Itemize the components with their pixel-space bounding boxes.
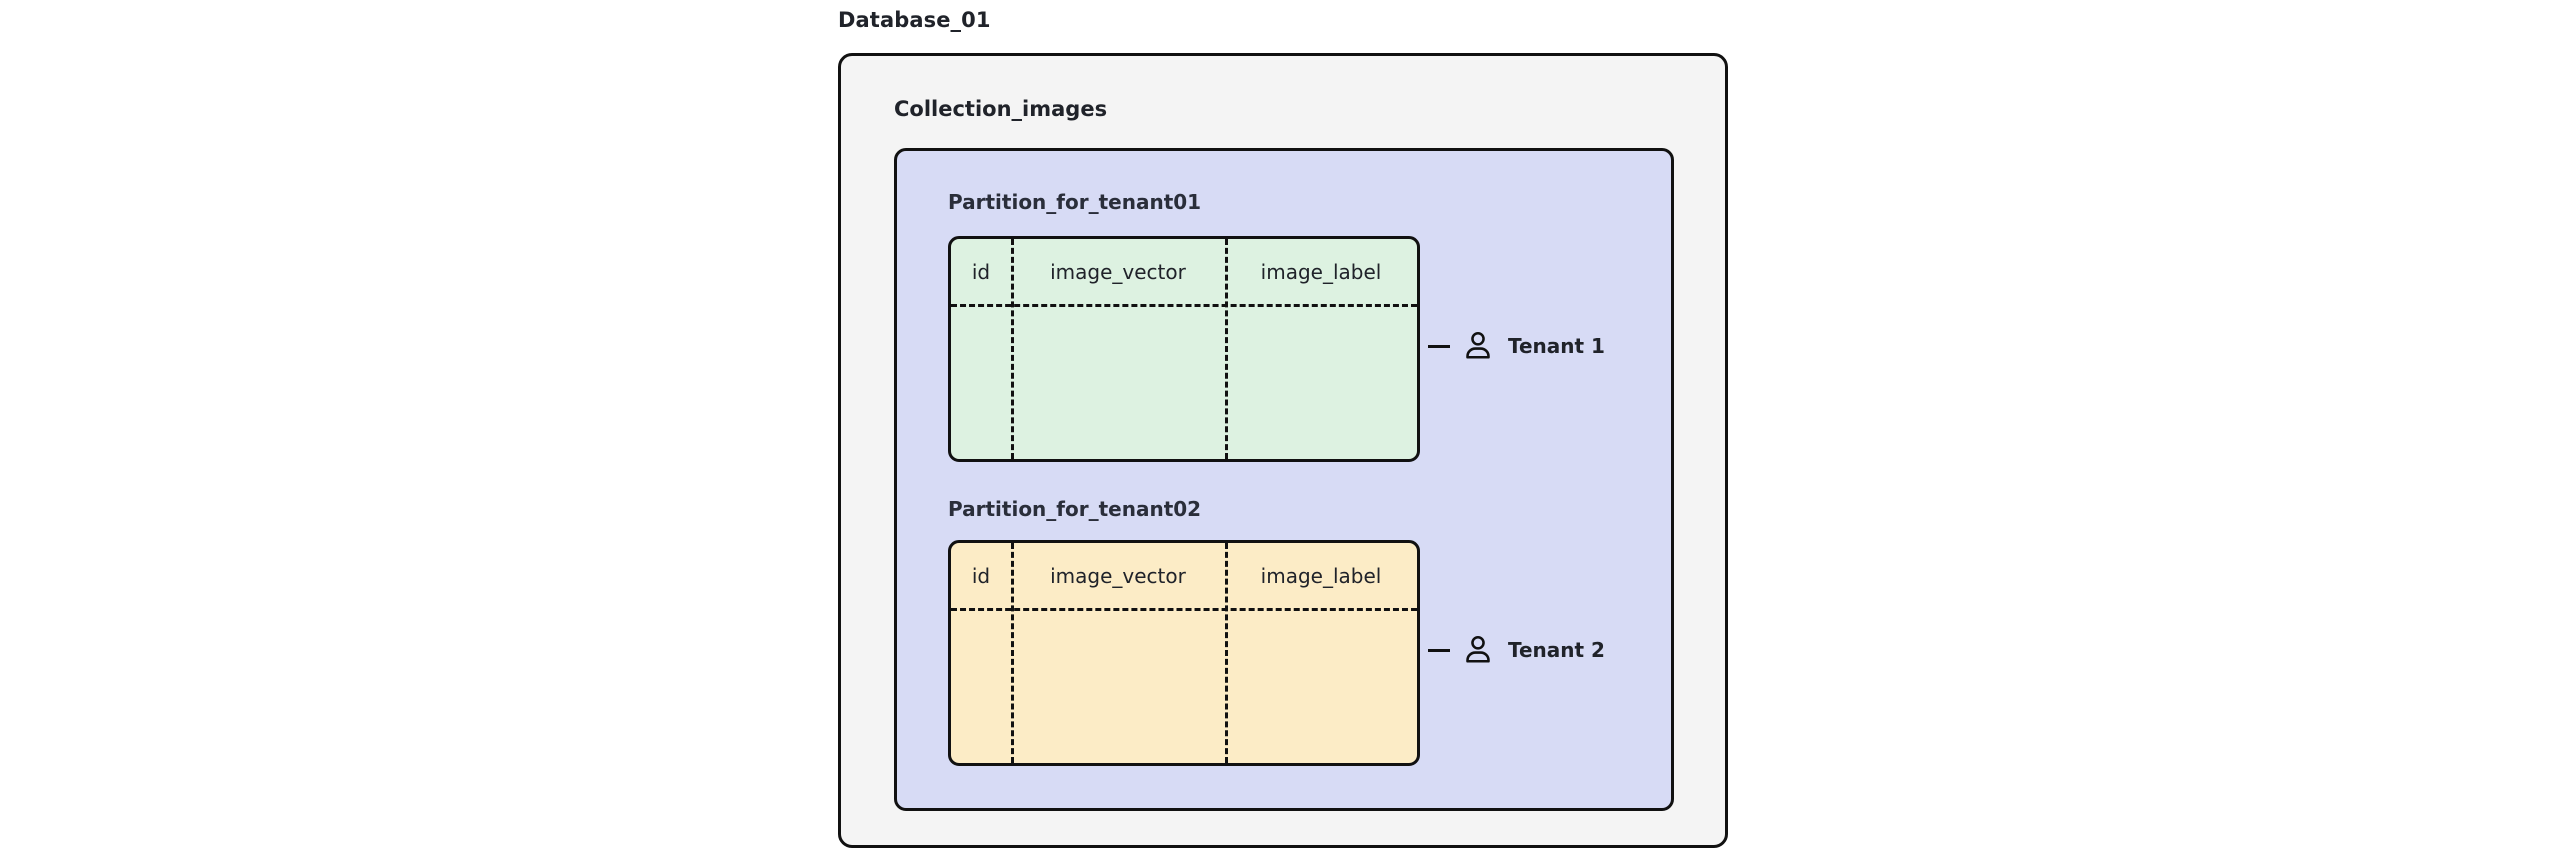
tenant-1-label: Tenant 1: [1508, 334, 1605, 358]
partition-table-tenant01: id image_vector image_label: [948, 236, 1420, 462]
partition-label-tenant01: Partition_for_tenant01: [948, 190, 1202, 214]
partition-table-tenant02: id image_vector image_label: [948, 540, 1420, 766]
column-header-image-vector: image_vector: [1050, 259, 1186, 284]
table-header-row: id image_vector image_label: [951, 543, 1417, 608]
column-divider-2: [1225, 239, 1228, 459]
connector-line-icon: [1428, 344, 1450, 348]
collection-label: Collection_images: [894, 97, 1108, 121]
person-icon: [1460, 328, 1496, 364]
connector-line-icon: [1428, 648, 1450, 652]
column-header-image-label: image_label: [1260, 259, 1382, 284]
column-divider-2: [1225, 543, 1228, 763]
tenant-1-group: Tenant 1: [1428, 328, 1605, 364]
header-row-divider: [951, 304, 1417, 307]
partition-label-tenant02: Partition_for_tenant02: [948, 497, 1202, 521]
column-header-image-label: image_label: [1260, 563, 1382, 588]
column-header-id: id: [971, 259, 991, 284]
column-header-id: id: [971, 563, 991, 588]
column-divider-1: [1011, 543, 1014, 763]
tenant-2-label: Tenant 2: [1508, 638, 1605, 662]
table-header-row: id image_vector image_label: [951, 239, 1417, 304]
header-row-divider: [951, 608, 1417, 611]
column-divider-1: [1011, 239, 1014, 459]
person-icon: [1460, 632, 1496, 668]
column-header-image-vector: image_vector: [1050, 563, 1186, 588]
tenant-2-group: Tenant 2: [1428, 632, 1605, 668]
database-label: Database_01: [838, 8, 991, 32]
